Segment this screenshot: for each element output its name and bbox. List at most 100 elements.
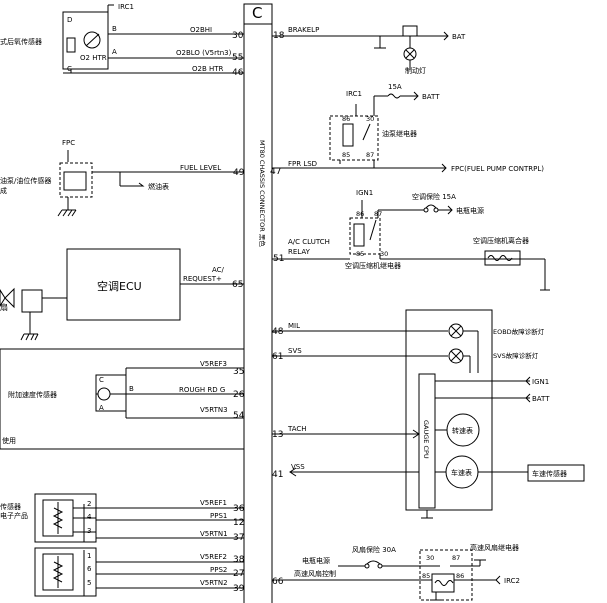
pedal-pin-6: 6 — [87, 565, 92, 573]
pin-41: 41 — [272, 470, 283, 480]
pin-48: 48 — [272, 327, 284, 337]
pin-13: 13 — [272, 430, 283, 440]
o2-pin-c: C — [67, 65, 72, 73]
connector-label: MT80 CHASSIS CONNECTOR 黑色 — [258, 140, 267, 247]
pin-39: 39 — [233, 584, 245, 594]
v5ref2-signal: V5REF2 — [200, 553, 227, 561]
fan-irc-label: IRC2 — [504, 577, 520, 585]
cluster-ign-label: IGN1 — [532, 378, 549, 386]
o2-sensor-label: 式后氧传感器 — [0, 37, 42, 46]
ac-pin-30: 30 — [380, 250, 388, 258]
pps1-signal: PPS1 — [210, 512, 227, 520]
fan-blade-icon — [0, 287, 15, 309]
o2-heater-label: O2 HTR — [80, 54, 107, 62]
bat-label: BAT — [452, 33, 466, 41]
ac-clutch-signal: A/C CLUTCH — [288, 238, 330, 246]
fp-fuse-label: 15A — [388, 83, 402, 91]
pin-61: 61 — [272, 352, 283, 362]
v5rtn1-signal: V5RTN1 — [200, 530, 228, 538]
ac-ecu-label: 空调ECU — [97, 279, 142, 293]
cluster-batt-label: BATT — [532, 395, 550, 403]
connector-letter: C — [252, 4, 262, 22]
speed-sensor-label: 车速传感器 — [532, 469, 567, 478]
pedal-pin-4: 4 — [87, 513, 92, 521]
pedal-pin-3: 3 — [87, 527, 91, 535]
pin-49: 49 — [233, 168, 245, 178]
pin-46: 46 — [232, 68, 244, 78]
mil-signal: MIL — [288, 322, 300, 330]
vss-signal: VSS — [291, 463, 305, 471]
pedal-sensor-label2: 电子产品 — [0, 511, 28, 520]
ac-relay-label: 空调压缩机继电器 — [345, 261, 401, 270]
ac-ign-label: IGN1 — [356, 189, 373, 197]
pedal-pin-1: 1 — [87, 552, 91, 560]
pin-37: 37 — [233, 533, 244, 543]
fan-pin-30: 30 — [426, 554, 434, 562]
instrument-cluster-box — [405, 309, 493, 511]
pin-27: 27 — [233, 569, 244, 579]
pin-51: 51 — [273, 254, 284, 264]
pin-47: 47 — [270, 167, 281, 177]
accel-pin-a: A — [99, 404, 104, 412]
o2bhi-signal: O2BHI — [190, 26, 212, 34]
pin-65: 65 — [232, 280, 243, 290]
eobd-lamp-label: EOBD故障诊断灯 — [493, 327, 545, 336]
fp-batt-label: BATT — [422, 93, 440, 101]
fpc-label: FPC — [62, 139, 75, 147]
o2-element — [66, 37, 76, 53]
pin-36: 36 — [233, 504, 245, 514]
o2-pin-b: B — [112, 25, 117, 33]
svs-signal: SVS — [288, 347, 302, 355]
accel-sensor-label: 附加速度传感器 — [8, 390, 57, 399]
speed-gauge-label: 车速表 — [451, 468, 472, 477]
v5ref3-signal: V5REF3 — [200, 360, 227, 368]
accel-pin-c: C — [99, 376, 104, 384]
o2-heater-icon — [83, 31, 101, 49]
o2-irc-label: IRC1 — [118, 3, 134, 11]
brakelp-signal: BRAKELP — [288, 26, 319, 34]
o2-pin-a: A — [112, 48, 117, 56]
chassis-connector-block — [243, 3, 273, 603]
fan-fuse-label: 风扇保险 30A — [352, 545, 396, 554]
fan-control-label: 高速风扇控制 — [294, 569, 336, 578]
fpc-output-label: FPC(FUEL PUMP CONTRPL) — [451, 165, 544, 173]
pps2-signal: PPS2 — [210, 566, 227, 574]
pedal-pin-5: 5 — [87, 579, 91, 587]
fan-pin-85: 85 — [422, 572, 430, 580]
ac-request-signal: AC/ — [212, 266, 225, 274]
rough-rd-signal: ROUGH RD G — [179, 386, 225, 394]
o2-pin-d: D — [67, 16, 72, 24]
fpr-lsd-signal: FPR LSD — [288, 160, 317, 168]
gauge-cpu — [418, 373, 436, 509]
ac-clutch-signal2: RELAY — [288, 248, 311, 256]
fuel-level-signal: FUEL LEVEL — [180, 164, 221, 172]
v5rtn3-signal: V5RTN3 — [200, 406, 228, 414]
tach-signal: TACH — [287, 425, 307, 433]
tach-gauge-label: 转速表 — [452, 426, 473, 435]
fp-irc-label: IRC1 — [346, 90, 362, 98]
fan-label: 扇 — [0, 302, 8, 312]
ac-pin-85: 85 — [356, 250, 364, 258]
o2blo-signal: O2BLO (V5rtn3) — [176, 49, 232, 57]
o2b-htr-signal: O2B HTR — [192, 65, 224, 73]
ac-request-signal2: REQUEST+ — [183, 275, 222, 283]
ac-power-label: 电瓶电源 — [456, 206, 484, 215]
pin-30: 30 — [232, 31, 244, 41]
pin-18: 18 — [273, 31, 285, 41]
v5ref1-signal: V5REF1 — [200, 499, 227, 507]
use-label: 使用 — [2, 436, 16, 445]
accel-pin-b: B — [129, 385, 134, 393]
pin-38: 38 — [233, 555, 245, 565]
svs-lamp-label: SVS故障诊断灯 — [493, 351, 539, 360]
ac-fuse-label: 空调保险 15A — [412, 192, 456, 201]
fp-pin-86: 86 — [342, 115, 350, 123]
pin-35: 35 — [233, 367, 244, 377]
fan-relay-label: 高速风扇继电器 — [470, 543, 519, 552]
accel-sensor — [95, 374, 127, 412]
ac-pin-87: 87 — [374, 210, 382, 218]
gauge-cpu-label: GAUGE CPU — [422, 420, 430, 459]
pin-55: 55 — [232, 53, 243, 63]
fuel-level-sensor-label: 油泵/油位传感器 — [0, 176, 51, 185]
fan-power-label: 电瓶电源 — [302, 556, 330, 565]
